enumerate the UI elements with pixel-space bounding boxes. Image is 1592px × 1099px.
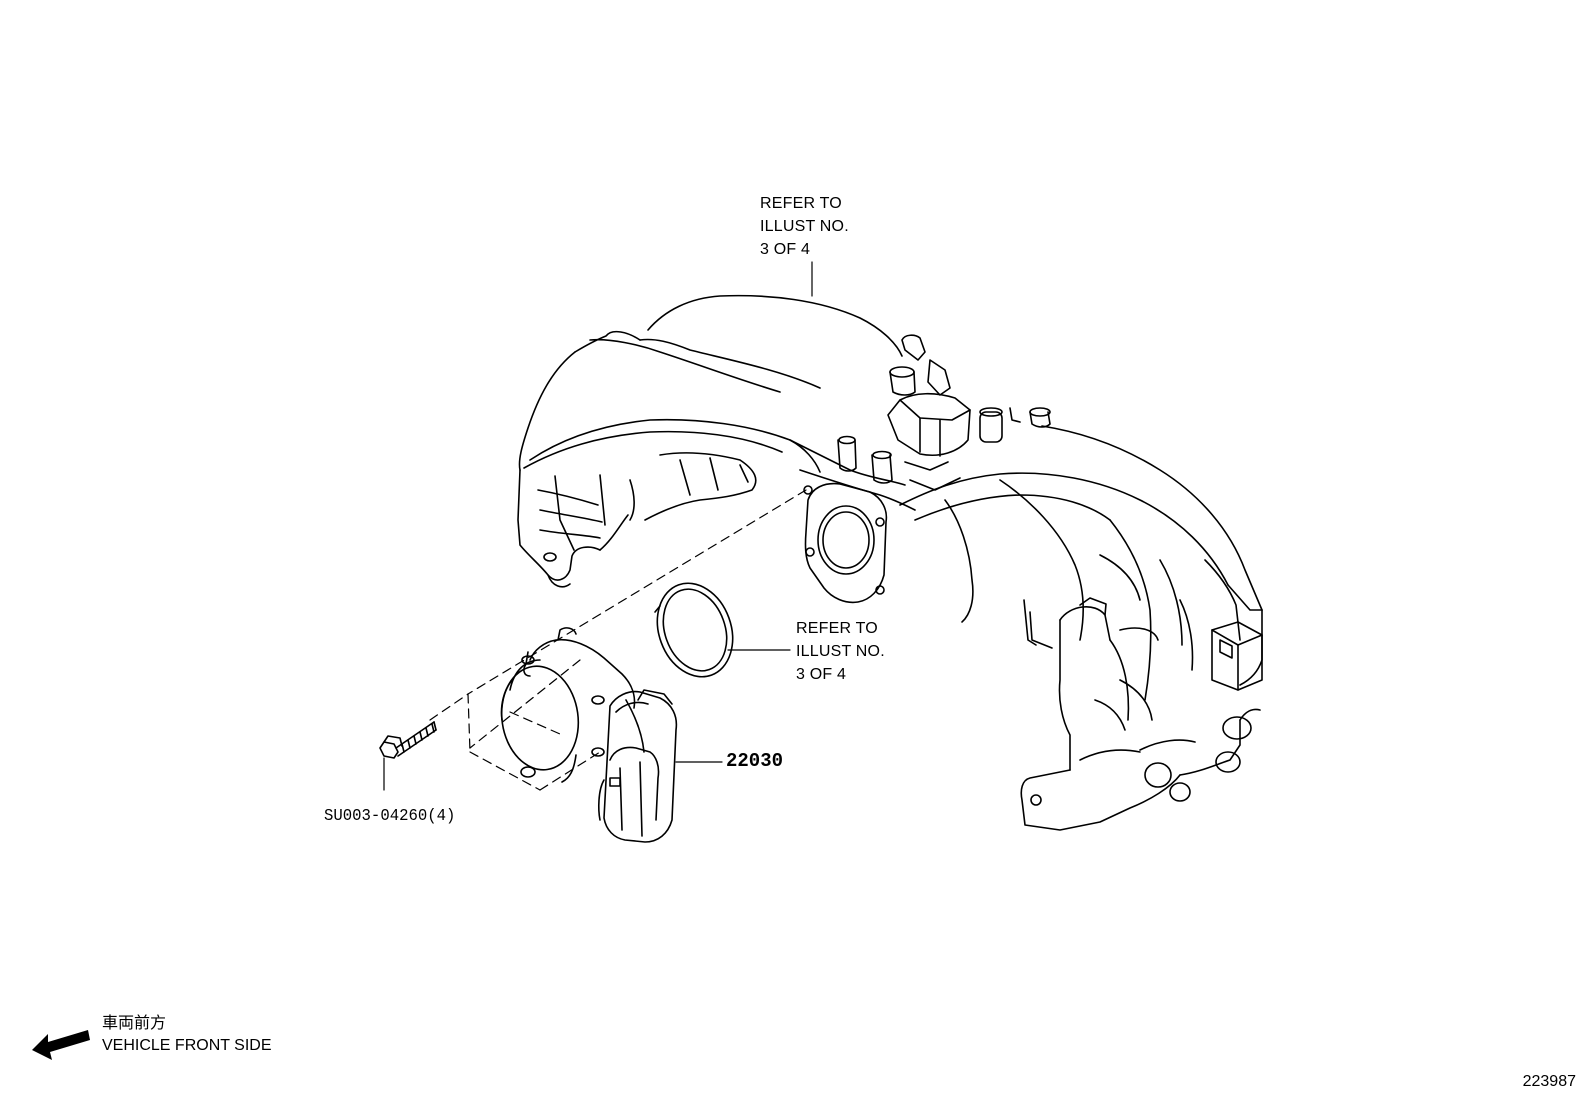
refer-line-2: ILLUST NO. <box>760 218 849 235</box>
front-direction-arrow-icon <box>32 1030 90 1060</box>
vehicle-front-label: 車両前方 VEHICLE FRONT SIDE <box>102 1013 272 1057</box>
refer-callout-upper: REFER TO ILLUST NO. 3 OF 4 <box>760 192 849 261</box>
refer-line-3: 3 OF 4 <box>796 666 847 683</box>
illustration-number: 223987 <box>1522 1073 1576 1090</box>
bolt-icon <box>379 721 437 791</box>
refer-callout-gasket: REFER TO ILLUST NO. 3 OF 4 <box>796 617 885 686</box>
refer-line-3: 3 OF 4 <box>760 241 811 258</box>
intake-manifold <box>517 294 1263 831</box>
gasket-ring <box>654 582 734 678</box>
refer-line-1: REFER TO <box>760 195 842 212</box>
vehicle-front-en: VEHICLE FRONT SIDE <box>102 1037 272 1054</box>
vehicle-front-jp: 車両前方 <box>102 1015 167 1032</box>
refer-line-1: REFER TO <box>796 620 878 637</box>
throttle-body <box>500 627 678 843</box>
leader-lines <box>675 261 813 763</box>
part-number-bolt[interactable]: SU003-04260(4) <box>324 807 456 826</box>
part-number-throttle-body[interactable]: 22030 <box>726 750 784 772</box>
alignment-lines <box>429 489 807 791</box>
refer-line-2: ILLUST NO. <box>796 643 885 660</box>
